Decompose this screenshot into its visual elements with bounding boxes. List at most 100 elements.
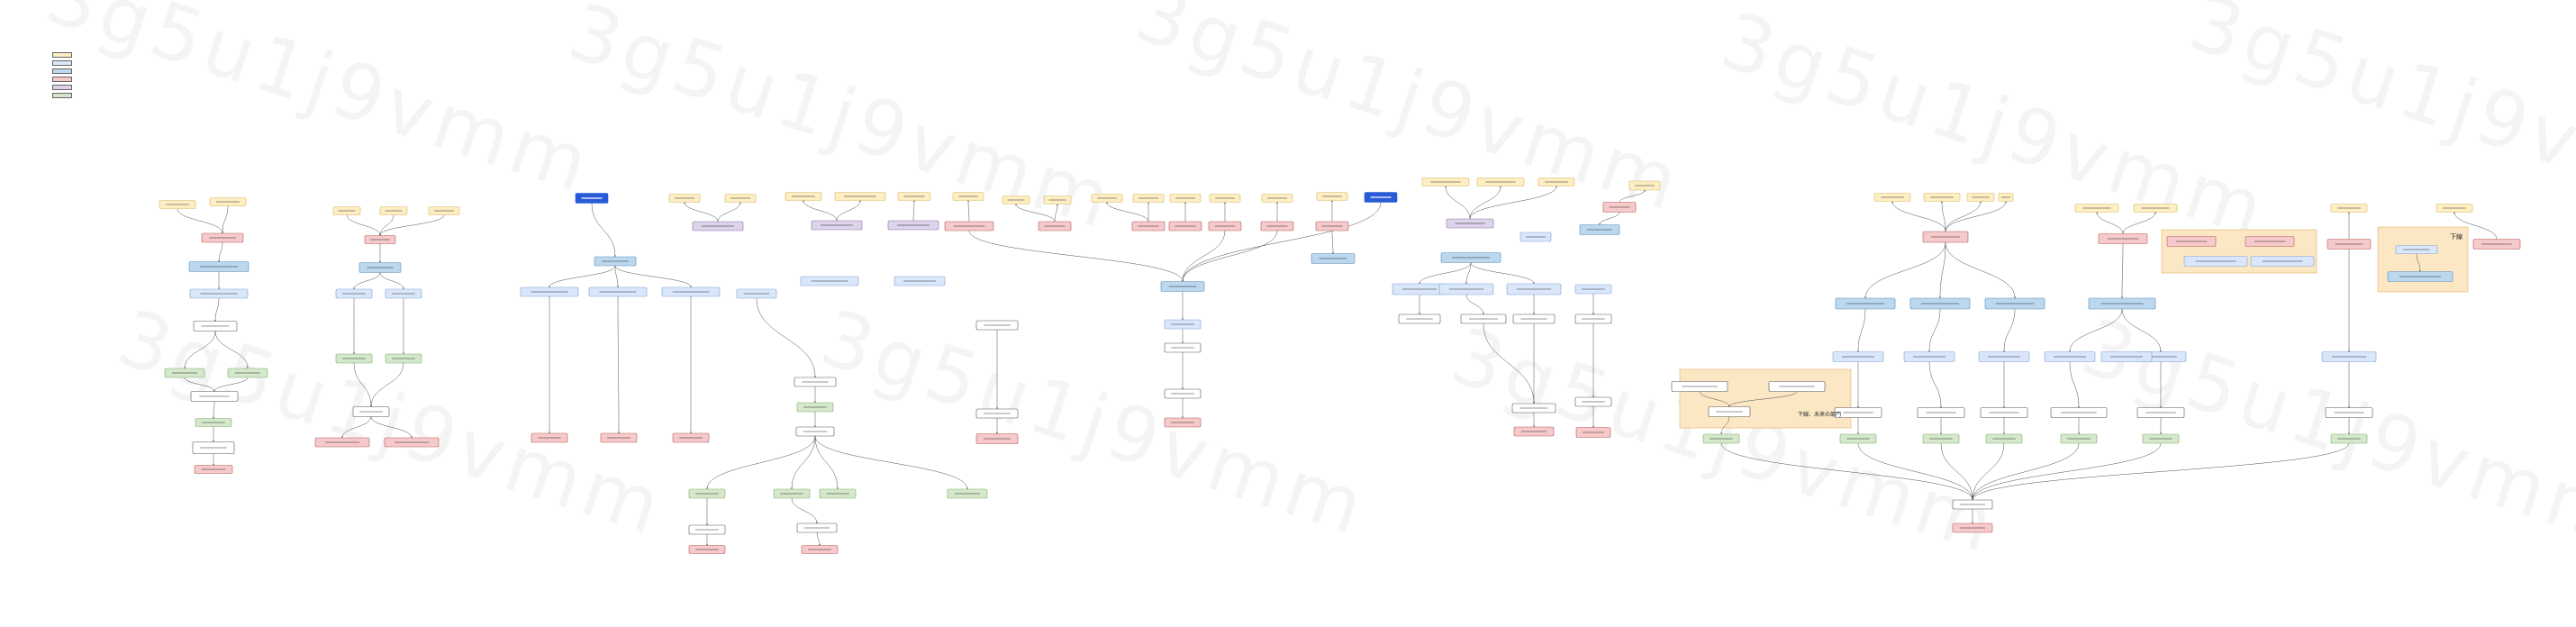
node-text-line xyxy=(1929,438,1953,440)
node-text-line xyxy=(581,197,603,199)
node-text-line xyxy=(1322,195,1342,197)
node-text-line xyxy=(1451,257,1491,259)
flow-node xyxy=(796,402,834,413)
flow-node xyxy=(1998,193,2014,202)
node-text-line xyxy=(370,239,390,241)
node-text-line xyxy=(199,266,239,268)
flow-node xyxy=(227,368,268,378)
node-text-line xyxy=(599,291,637,293)
node-text-line xyxy=(1972,196,1990,198)
flow-node xyxy=(1708,406,1751,417)
flow-edge xyxy=(379,214,445,236)
flow-node xyxy=(190,391,239,402)
node-text-line xyxy=(1485,181,1516,183)
node-text-line xyxy=(1846,303,1885,304)
flow-node xyxy=(379,206,408,215)
flow-node xyxy=(1873,193,1911,202)
flow-node xyxy=(795,426,835,437)
flow-node xyxy=(897,192,931,201)
flow-edge xyxy=(222,205,229,234)
node-text-line xyxy=(200,293,238,295)
node-text-line xyxy=(1138,225,1159,227)
flow-node xyxy=(2136,407,2185,418)
flow-node xyxy=(193,321,238,332)
flow-edge xyxy=(1106,202,1149,223)
node-text-line xyxy=(1319,258,1347,259)
flow-edge xyxy=(2003,308,2016,352)
flow-node xyxy=(1579,224,1620,235)
flow-edge xyxy=(1945,241,2016,299)
node-text-line xyxy=(2331,356,2367,358)
node-text-line xyxy=(803,527,830,529)
flow-node xyxy=(661,286,721,297)
node-text-line xyxy=(1175,225,1196,227)
flow-edge xyxy=(1720,416,1730,435)
node-text-line xyxy=(1586,229,1613,231)
node-text-line xyxy=(1171,347,1194,349)
node-text-line xyxy=(1215,197,1235,199)
flow-node xyxy=(688,488,726,499)
node-text-line xyxy=(695,493,719,495)
node-text-line xyxy=(1520,318,1547,320)
node-text-line xyxy=(359,411,383,413)
flow-edge xyxy=(2069,361,2080,408)
node-text-line xyxy=(702,225,734,227)
flow-node xyxy=(944,221,994,232)
flow-node xyxy=(819,488,857,499)
flow-node xyxy=(1511,403,1556,413)
flow-node xyxy=(668,194,701,203)
node-text-line xyxy=(808,549,831,550)
flow-edge xyxy=(1182,230,1226,282)
flow-node xyxy=(893,276,946,286)
node-text-line xyxy=(802,381,829,383)
flow-node xyxy=(1132,194,1165,203)
node-text-line xyxy=(1171,393,1194,395)
flow-edge xyxy=(591,203,616,258)
flow-node xyxy=(2330,433,2368,444)
node-text-line xyxy=(385,210,403,212)
flow-edge xyxy=(213,377,249,392)
flow-edge xyxy=(1483,323,1535,404)
node-text-line xyxy=(1913,356,1946,358)
flow-node xyxy=(1131,221,1166,232)
flow-node xyxy=(164,368,205,378)
flow-node xyxy=(385,288,422,299)
flow-node xyxy=(352,406,390,417)
flow-node xyxy=(1628,180,1661,191)
node-text-line xyxy=(1048,199,1066,201)
node-text-line xyxy=(2000,196,2011,198)
node-text-line xyxy=(1448,288,1484,290)
node-text-line xyxy=(201,468,226,470)
flow-node xyxy=(1985,433,2023,444)
node-text-line xyxy=(209,237,236,239)
flow-edge xyxy=(1419,262,1472,285)
flow-edge xyxy=(1054,204,1058,223)
flow-node xyxy=(2050,407,2108,418)
flow-node xyxy=(672,432,710,443)
flow-node xyxy=(594,256,637,267)
flow-edge xyxy=(814,435,839,490)
flow-node xyxy=(189,288,249,299)
flow-node xyxy=(1909,297,1971,310)
flow-node xyxy=(2133,204,2178,213)
flow-edge xyxy=(2122,212,2156,234)
flow-node xyxy=(2098,233,2148,244)
flow-edge xyxy=(814,435,968,490)
legend-swatch xyxy=(52,68,72,74)
node-text-line xyxy=(2061,412,2097,413)
node-text-line xyxy=(199,395,230,397)
flow-edge xyxy=(1470,262,1535,285)
flow-node xyxy=(1476,177,1525,186)
flow-node xyxy=(201,232,244,243)
flow-node xyxy=(692,221,744,232)
flow-edge xyxy=(2096,212,2124,234)
flow-node xyxy=(1574,284,1612,295)
node-text-line xyxy=(2195,260,2236,262)
flow-node xyxy=(384,437,440,448)
node-text-line xyxy=(2399,276,2442,277)
node-text-line xyxy=(1175,197,1195,199)
flow-node xyxy=(800,276,859,286)
flow-node xyxy=(2330,204,2368,213)
flow-node xyxy=(887,220,939,231)
flow-edge xyxy=(379,214,395,236)
